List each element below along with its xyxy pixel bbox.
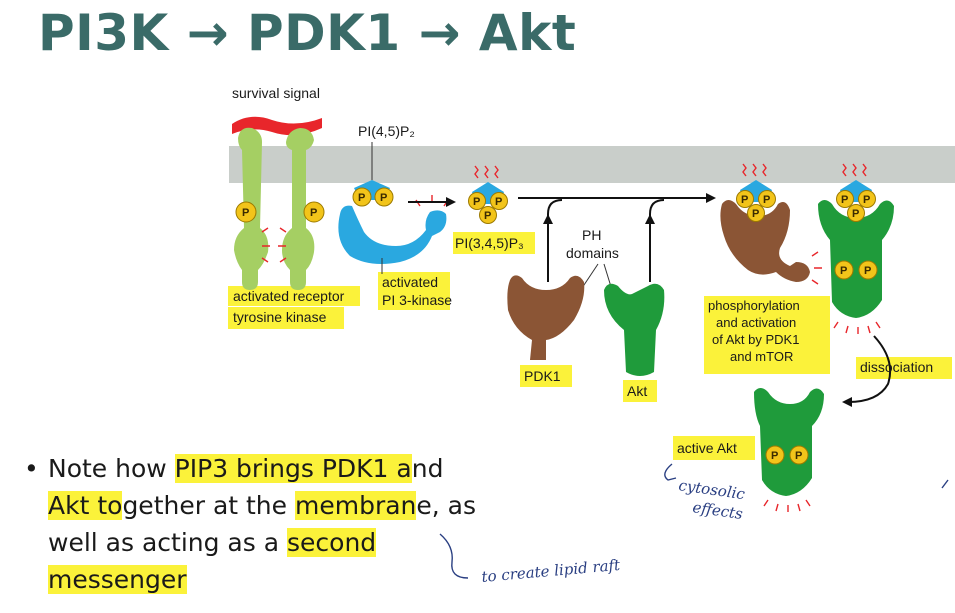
receptor-phosphate-right: P — [303, 201, 325, 223]
rtk-label-2: tyrosine kinase — [233, 309, 327, 325]
bullet-line-2: Akt together at the membrane, as — [48, 491, 477, 520]
akt-recruitment-arrow — [649, 199, 665, 282]
svg-text:P: P — [841, 194, 848, 206]
svg-text:P: P — [358, 192, 365, 204]
svg-text:P: P — [484, 210, 491, 222]
svg-text:P: P — [840, 265, 847, 277]
dissociation-arrow — [847, 335, 892, 403]
pip3-label: PI(3,4,5)P₃ — [455, 235, 524, 251]
svg-text:P: P — [242, 207, 249, 219]
bullet-line-3: well as acting as a second — [48, 528, 377, 557]
phosphorylation-label-3: of Akt by PDK1 — [712, 332, 799, 347]
receptor-phosphate-left: P — [235, 201, 257, 223]
pip2-label: PI(4,5)P₂ — [358, 123, 415, 139]
cytosolic-annotation-1: cytosolic — [677, 476, 746, 503]
pdk1-recruitment-arrow — [547, 199, 563, 282]
ph-domains-label-1: PH — [582, 227, 601, 243]
margin-hand-mark — [941, 479, 949, 489]
pip3-lipid: P P P — [468, 165, 508, 224]
bound-akt-protein — [818, 200, 894, 318]
svg-text:P: P — [380, 192, 387, 204]
phosphorylation-label-4: and mTOR — [730, 349, 793, 364]
svg-text:P: P — [495, 196, 502, 208]
active-akt-label: active Akt — [677, 440, 737, 456]
active-akt-protein — [754, 388, 824, 496]
svg-text:P: P — [763, 194, 770, 206]
svg-text:P: P — [863, 194, 870, 206]
dissociation-label: dissociation — [860, 359, 933, 375]
svg-text:P: P — [795, 450, 802, 462]
bound-akt-phosphates: P P P P P — [834, 190, 878, 280]
pdk1-label: PDK1 — [524, 368, 561, 384]
page-title: PI3K → PDK1 → Akt — [38, 4, 577, 62]
pi3k-label-1: activated — [382, 274, 438, 290]
svg-text:P: P — [864, 265, 871, 277]
bullet-line-1: Note how PIP3 brings PDK1 and — [48, 454, 444, 483]
svg-text:P: P — [741, 194, 748, 206]
phosphorylation-label-1: phosphorylation — [708, 298, 800, 313]
bound-pdk1-protein — [720, 200, 810, 282]
receptor-activity-marks — [261, 227, 287, 263]
pi3k-activity-marks — [415, 195, 449, 207]
svg-text:P: P — [310, 207, 317, 219]
pip2-lipid: P P — [352, 180, 394, 207]
akt-label: Akt — [627, 383, 647, 399]
rtk-label-1: activated receptor — [233, 288, 345, 304]
bullet-line-4: messenger — [48, 565, 187, 594]
phosphorylation-label-2: and activation — [716, 315, 796, 330]
svg-text:P: P — [752, 208, 759, 220]
survival-signal-label: survival signal — [232, 85, 320, 101]
bullet-note: • Note how PIP3 brings PDK1 and Akt toge… — [14, 450, 534, 598]
pi3k-label-2: PI 3-kinase — [382, 292, 452, 308]
pdk1-protein — [507, 275, 585, 360]
label-highlights — [228, 232, 952, 460]
cytosolic-hand-arrow — [664, 463, 677, 481]
cell-membrane — [229, 146, 955, 183]
bound-pdk1-phosphates: P P P — [736, 190, 776, 222]
svg-text:P: P — [771, 450, 778, 462]
svg-text:P: P — [473, 196, 480, 208]
active-akt-phosphates: P P — [765, 445, 809, 465]
svg-text:P: P — [852, 208, 859, 220]
pi3k-enzyme — [338, 205, 447, 264]
akt-protein — [604, 283, 665, 376]
lipid-raft-hand-arrow — [439, 533, 469, 579]
bullet-dot: • — [24, 454, 39, 483]
ph-domains-label-2: domains — [566, 245, 619, 261]
